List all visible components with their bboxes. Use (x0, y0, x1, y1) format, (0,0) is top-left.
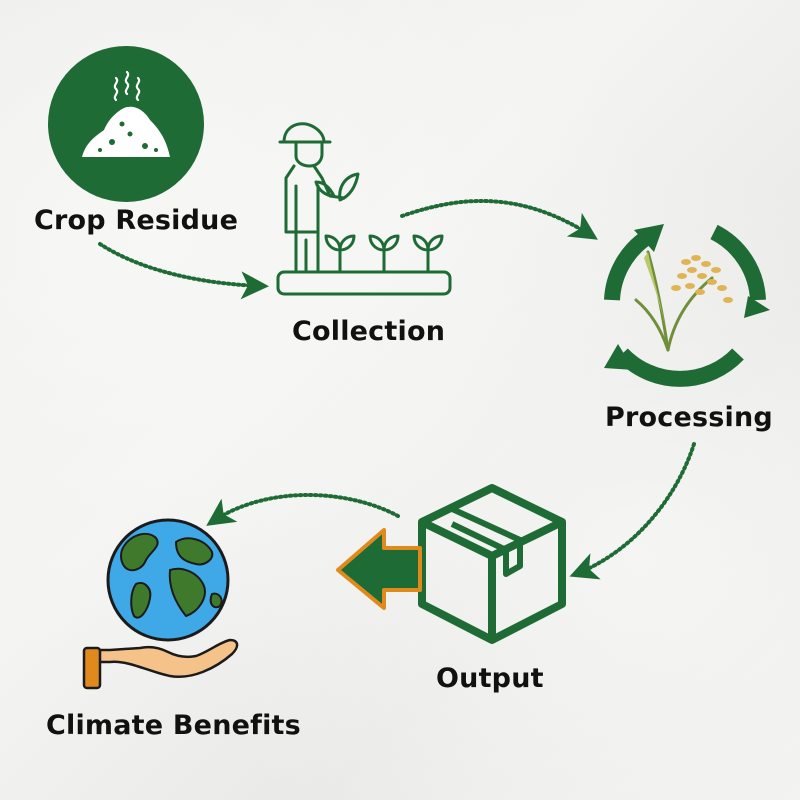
farmer-seedlings-icon (276, 122, 452, 296)
arrow-processing-to-output (569, 442, 696, 580)
crop-residue-label: Crop Residue (34, 205, 239, 236)
climate-benefits-label: Climate Benefits (46, 710, 301, 741)
globe-in-hand-icon (82, 518, 239, 690)
box-icon (418, 484, 566, 644)
arrow-collection-to-processing (400, 199, 598, 240)
output-arrow-icon (336, 528, 422, 610)
arrow-residue-to-collection (98, 242, 269, 300)
arrow-output-to-climate (206, 493, 400, 526)
recycle-rice-icon (604, 224, 770, 387)
collection-label: Collection (292, 316, 446, 347)
output-label: Output (436, 663, 544, 694)
processing-label: Processing (605, 402, 773, 433)
residue-pile-icon (48, 46, 204, 202)
